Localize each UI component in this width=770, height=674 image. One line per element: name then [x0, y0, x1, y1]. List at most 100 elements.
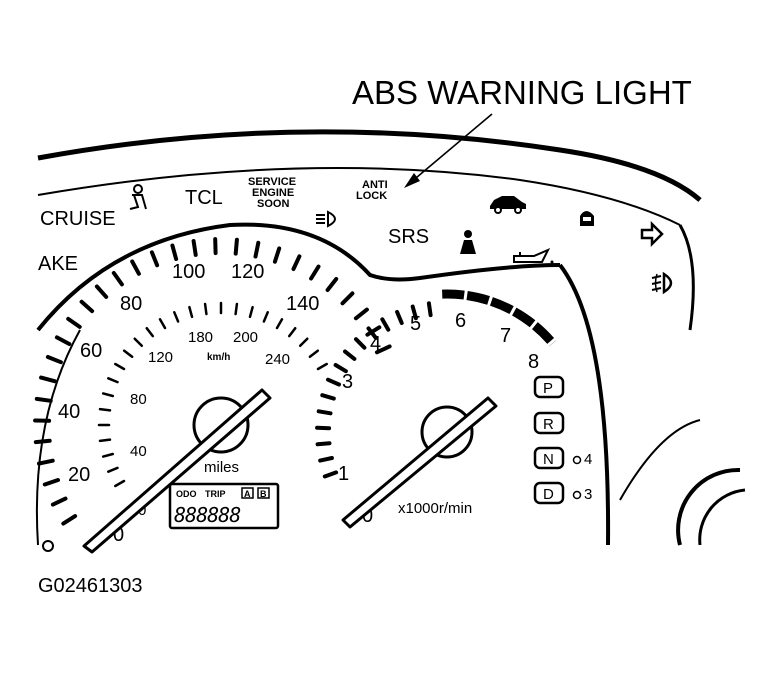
tach-label-7: 7	[500, 325, 511, 347]
mph-label-20: 20	[68, 464, 90, 486]
mph-tick-21	[275, 248, 279, 261]
mph-tick-0	[63, 516, 75, 524]
kmh-label-80: 80	[130, 391, 147, 408]
kmh-label-240: 240	[265, 351, 290, 368]
door-ajar-icon	[580, 211, 594, 226]
tach-tick-8	[345, 352, 354, 359]
tach-tick-14	[429, 303, 431, 315]
mph-tick-23	[311, 267, 318, 279]
srs-indicator-label: SRS	[388, 226, 429, 248]
kmh-tick-0	[115, 481, 124, 486]
anti-lock-line2: LOCK	[356, 190, 387, 202]
odometer-button-b: B	[260, 489, 267, 499]
mph-tick-2	[45, 480, 58, 485]
oil-can-icon	[514, 250, 554, 264]
cruise-indicator-label: CRUISE	[40, 208, 116, 230]
kmh-tick-8	[115, 364, 124, 369]
mph-tick-17	[194, 241, 196, 255]
tach-tick-0	[325, 472, 336, 476]
gear-d-label: D	[543, 486, 554, 503]
kmh-tick-18	[250, 307, 253, 317]
mph-tick-15	[152, 252, 157, 265]
speedometer-unit-label: miles	[204, 459, 239, 476]
kmh-tick-3	[100, 440, 110, 441]
gear-r-label: R	[543, 416, 554, 433]
tach-label-3: 3	[342, 371, 353, 393]
kmh-tick-17	[236, 304, 237, 314]
mph-label-60: 60	[80, 340, 102, 362]
service-engine-soon-line3: SOON	[257, 198, 289, 210]
odometer-button-a: A	[244, 489, 251, 499]
right-gauge-arc-inner	[700, 490, 745, 545]
tcl-indicator-label: TCL	[185, 187, 223, 209]
odometer-display: ODO TRIP A B 888888	[170, 484, 278, 528]
tach-label-5: 5	[410, 313, 421, 335]
odometer-odo-label: ODO	[176, 489, 197, 499]
turn-signal-icon	[642, 224, 662, 244]
kmh-tick-11	[147, 328, 153, 336]
mph-tick-26	[356, 310, 367, 319]
kmh-tick-6	[103, 393, 113, 396]
kmh-unit-label: km/h	[207, 352, 230, 363]
mph-tick-12	[97, 287, 106, 297]
kmh-tick-13	[174, 312, 178, 321]
right-gauge-arc-outer	[678, 470, 740, 545]
figure-id: G02461303	[38, 575, 143, 597]
kmh-tick-20	[277, 319, 282, 328]
gear-indicator: P R N 4 D 3	[535, 377, 592, 503]
tach-tick-12	[397, 312, 402, 323]
car-icon	[490, 196, 526, 213]
tach-label-1: 1	[338, 463, 349, 485]
tach-tick-6	[328, 380, 339, 385]
mph-tick-25	[343, 293, 353, 303]
mph-tick-13	[114, 273, 122, 284]
brake-indicator-label: AKE	[38, 253, 78, 275]
tach-tick-2	[318, 443, 330, 444]
gear-p-label: P	[543, 380, 553, 397]
mph-tick-3	[39, 461, 53, 464]
tach-tick-4	[319, 411, 331, 413]
mph-tick-24	[328, 279, 337, 290]
mph-tick-9	[57, 337, 69, 344]
mph-tick-22	[294, 256, 300, 269]
mph-tick-16	[172, 246, 176, 260]
tach-label-6: 6	[455, 310, 466, 332]
kmh-tick-12	[160, 319, 165, 328]
right-bezel-top	[680, 225, 693, 330]
left-bolt	[43, 541, 53, 551]
kmh-tick-15	[205, 304, 206, 314]
kmh-tick-23	[310, 351, 318, 357]
tach-unit-label: x1000r/min	[398, 500, 472, 517]
kmh-tick-24	[318, 364, 327, 369]
tach-tick-9	[356, 339, 364, 348]
abs-warning-light-title: ABS WARNING LIGHT	[352, 74, 692, 111]
odometer-trip-label: TRIP	[205, 489, 226, 499]
kmh-tick-7	[108, 378, 117, 382]
tach-tick-11	[382, 319, 388, 329]
kmh-tick-21	[289, 328, 295, 336]
gear-d-suffix: 3	[584, 486, 592, 503]
mph-tick-6	[37, 399, 51, 401]
seatbelt-icon	[130, 185, 146, 209]
mph-tick-10	[68, 319, 80, 327]
mph-tick-4	[36, 441, 50, 442]
mph-label-40: 40	[58, 401, 80, 423]
mph-tick-20	[256, 243, 259, 257]
kmh-tick-22	[300, 339, 307, 346]
gear-n-dot	[574, 457, 581, 464]
gear-n-label: N	[543, 451, 554, 468]
kmh-tick-14	[189, 307, 192, 317]
tach-label-4: 4	[370, 333, 381, 355]
kmh-label-120: 120	[148, 349, 173, 366]
kmh-tick-1	[108, 468, 117, 472]
kmh-tick-10	[135, 339, 142, 346]
kmh-label-180: 180	[188, 329, 213, 346]
tach-bezel-right	[560, 265, 608, 545]
tach-tick-5	[322, 395, 334, 398]
fog-light-icon	[652, 274, 671, 292]
mph-label-140: 140	[286, 293, 319, 315]
kmh-tick-2	[103, 454, 113, 457]
odometer-digits: 888888	[174, 503, 240, 527]
